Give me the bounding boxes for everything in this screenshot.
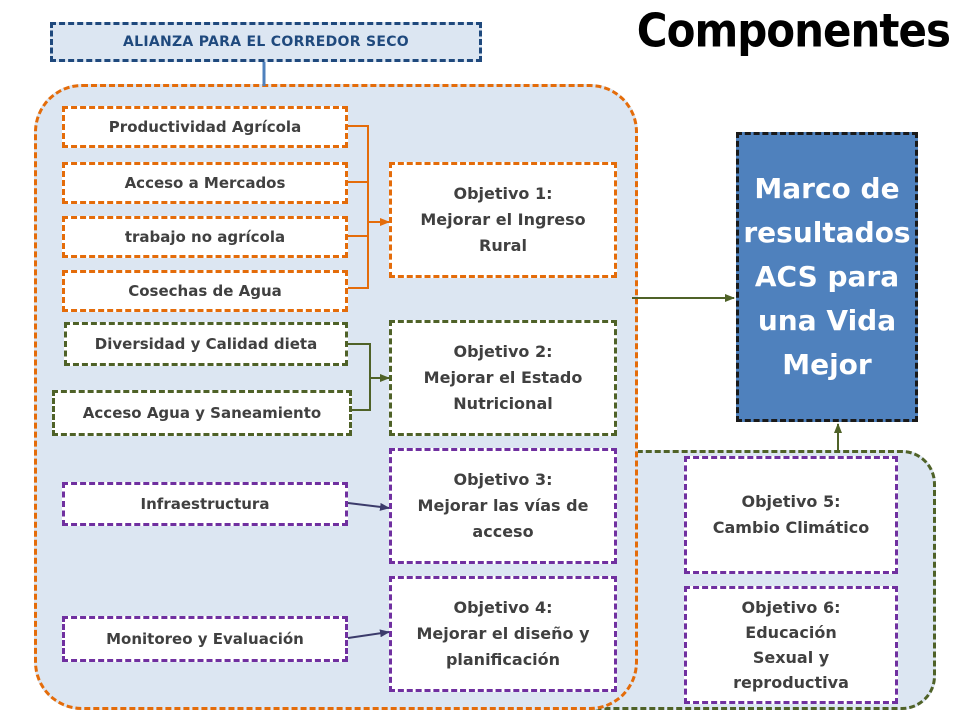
page-title: Componentes bbox=[636, 3, 951, 58]
component-diversidad-dieta: Diversidad y Calidad dieta bbox=[64, 322, 348, 366]
result-line2: resultados bbox=[743, 216, 911, 249]
component-infraestructura: Infraestructura bbox=[62, 482, 348, 526]
component-cosechas-agua: Cosechas de Agua bbox=[62, 270, 348, 312]
monitoreo-arrow bbox=[347, 629, 390, 639]
objective-6-box: Objetivo 6: Educación Sexual y reproduct… bbox=[684, 586, 898, 704]
objective-4-title: Objetivo 4: bbox=[453, 598, 553, 617]
objective-6-line2: Sexual y bbox=[752, 648, 830, 667]
objective-1-line2: Rural bbox=[479, 236, 527, 255]
results-framework-box: Marco de resultados ACS para una Vida Me… bbox=[736, 132, 918, 422]
objective-2-title: Objetivo 2: bbox=[453, 342, 553, 361]
objective-3-line1: Mejorar las vías de bbox=[417, 496, 589, 515]
objective-2-line2: Nutricional bbox=[453, 394, 553, 413]
objective-6-line1: Educación bbox=[745, 623, 837, 642]
component-trabajo-no-agricola: trabajo no agrícola bbox=[62, 216, 348, 258]
objective-4-line2: planificación bbox=[445, 650, 561, 669]
objective-6-line3: reproductiva bbox=[733, 673, 849, 692]
objective-2-line1: Mejorar el Estado bbox=[423, 368, 583, 387]
objective-5-box: Objetivo 5: Cambio Climático bbox=[684, 456, 898, 574]
component-productividad-agricola: Productividad Agrícola bbox=[62, 106, 348, 148]
objective-1-box: Objetivo 1: Mejorar el Ingreso Rural bbox=[389, 162, 617, 278]
objective-1-title: Objetivo 1: bbox=[453, 184, 553, 203]
component-acceso-agua-saneamiento: Acceso Agua y Saneamiento bbox=[52, 390, 352, 436]
objective-3-box: Objetivo 3: Mejorar las vías de acceso bbox=[389, 448, 617, 564]
objective-5-line1: Cambio Climático bbox=[712, 518, 870, 537]
objective-3-title: Objetivo 3: bbox=[453, 470, 553, 489]
result-line5: Mejor bbox=[782, 348, 872, 381]
alliance-header-box: ALIANZA PARA EL CORREDOR SECO bbox=[50, 22, 482, 62]
result-line1: Marco de bbox=[754, 172, 900, 205]
objective-3-line2: acceso bbox=[472, 522, 534, 541]
component-monitoreo-evaluacion: Monitoreo y Evaluación bbox=[62, 616, 348, 662]
result-line4: una Vida bbox=[757, 304, 897, 337]
objective-4-box: Objetivo 4: Mejorar el diseño y planific… bbox=[389, 576, 617, 692]
objective-6-title: Objetivo 6: bbox=[741, 598, 841, 617]
component-acceso-mercados: Acceso a Mercados bbox=[62, 162, 348, 204]
objective-5-title: Objetivo 5: bbox=[741, 492, 841, 511]
infraestructura-arrow bbox=[347, 502, 390, 511]
result-line3: ACS para bbox=[754, 260, 900, 293]
objective-1-line1: Mejorar el Ingreso bbox=[420, 210, 586, 229]
objective1-bracket bbox=[348, 125, 369, 289]
objective-4-line1: Mejorar el diseño y bbox=[416, 624, 590, 643]
objective-2-box: Objetivo 2: Mejorar el Estado Nutriciona… bbox=[389, 320, 617, 436]
